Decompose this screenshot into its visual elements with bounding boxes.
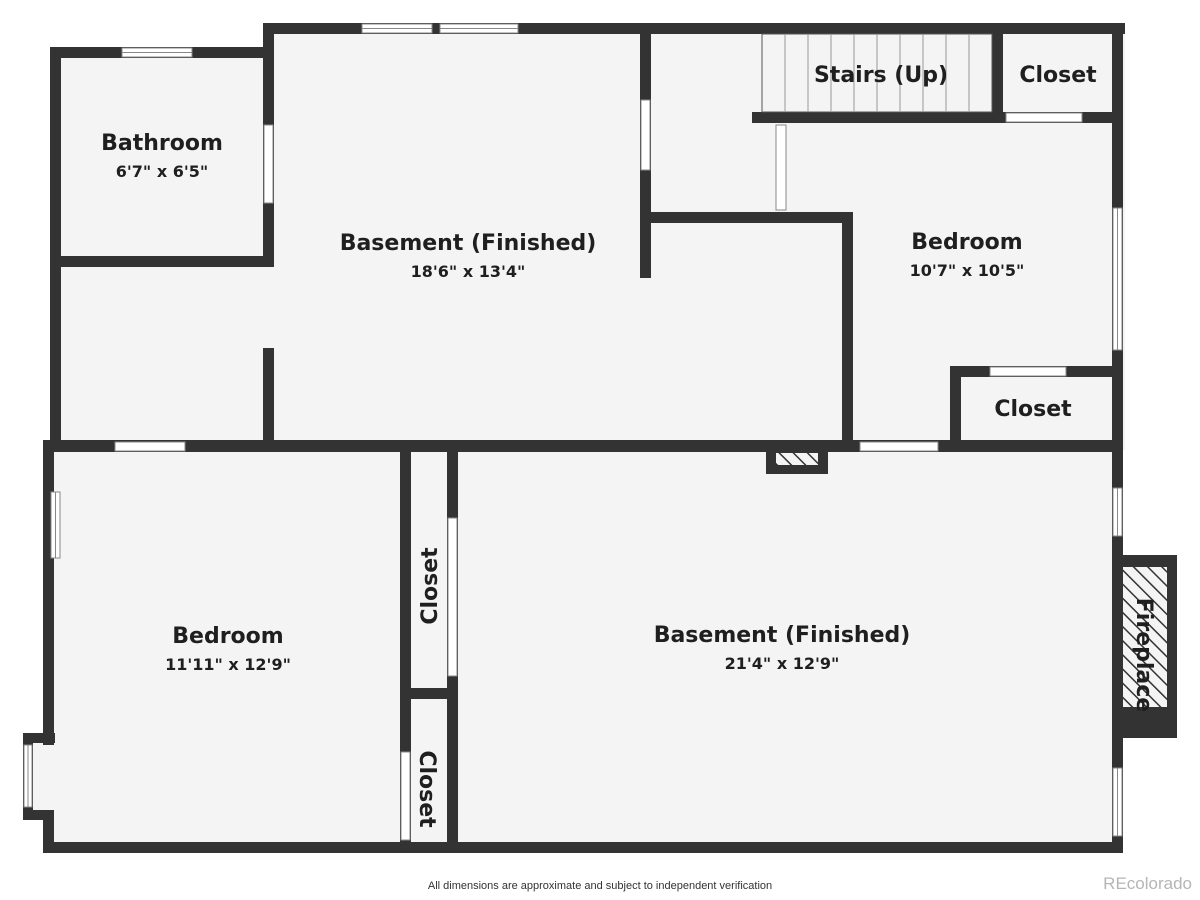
bedroom-left-name: Bedroom <box>172 624 283 649</box>
closet-mid-right-label: Closet <box>994 397 1072 422</box>
bedroom-left-dimensions: 11'11" x 12'9" <box>165 655 291 674</box>
bedroom-right-name: Bedroom <box>911 230 1022 255</box>
bedroom-right-dimensions: 10'7" x 10'5" <box>910 261 1025 280</box>
stairs-label: Stairs (Up) <box>814 63 948 88</box>
basement-upper-name: Basement (Finished) <box>340 231 597 256</box>
closet-vertical-upper-label: Closet <box>418 547 443 625</box>
basement-lower-dimensions: 21'4" x 12'9" <box>725 654 840 673</box>
closet-vertical-lower-label: Closet <box>414 750 439 828</box>
stair-treads <box>761 33 993 113</box>
fireplace-label: Fireplace <box>1131 598 1156 712</box>
door-openings <box>114 99 1083 841</box>
chimney-hatch <box>776 453 818 465</box>
brand-watermark: REcolorado <box>1103 874 1192 893</box>
basement-upper-dimensions: 18'6" x 13'4" <box>411 262 526 281</box>
fireplace-hatch <box>1123 567 1167 707</box>
bathroom-name: Bathroom <box>101 131 223 156</box>
basement-lower-name: Basement (Finished) <box>654 623 911 648</box>
disclaimer-text: All dimensions are approximate and subje… <box>427 880 773 892</box>
closet-top-right-label: Closet <box>1019 63 1097 88</box>
windows <box>23 23 1123 837</box>
bathroom-dimensions: 6'7" x 6'5" <box>116 162 208 181</box>
